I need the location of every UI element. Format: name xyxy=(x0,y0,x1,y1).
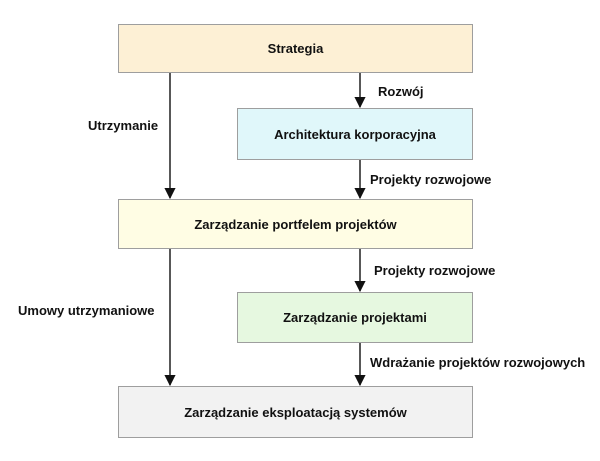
node-projekty-label: Zarządzanie projektami xyxy=(283,310,427,325)
edge-label-umowy-utrzymaniowe: Umowy utrzymaniowe xyxy=(18,303,155,318)
node-architektura-label: Architektura korporacyjna xyxy=(274,126,436,142)
node-eksploatacja-label: Zarządzanie eksploatacją systemów xyxy=(184,404,407,420)
edge-label-utrzymanie: Utrzymanie xyxy=(88,118,159,133)
node-zarzadzanie-eksploatacja: Zarządzanie eksploatacją systemów xyxy=(118,386,473,438)
edge-label-wdrazanie: Wdrażanie projektów rozwojowych xyxy=(370,355,586,370)
node-zarzadzanie-projektami: Zarządzanie projektami xyxy=(237,292,473,343)
node-strategia: Strategia xyxy=(118,24,473,73)
node-strategia-label: Strategia xyxy=(267,41,324,56)
node-zarzadzanie-portfelem: Zarządzanie portfelem projektów xyxy=(118,199,473,249)
node-architektura-korporacyjna: Architektura korporacyjna xyxy=(237,108,473,160)
edge-label-rozwoj: Rozwój xyxy=(378,84,424,99)
node-portfel-label: Zarządzanie portfelem projektów xyxy=(194,216,397,232)
edge-label-projekty-rozwojowe-2: Projekty rozwojowe xyxy=(374,263,496,278)
edge-label-projekty-rozwojowe-1: Projekty rozwojowe xyxy=(370,172,492,187)
